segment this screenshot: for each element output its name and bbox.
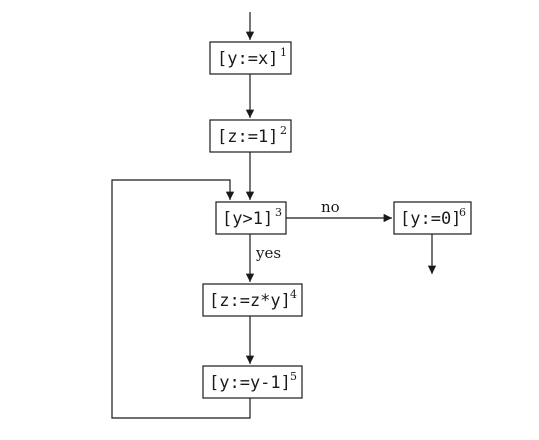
node-label: 5 [290,370,297,383]
node-box [215,201,287,235]
node-code: [y:=0] [400,209,461,229]
node-box [202,283,303,317]
node-z-assign-1: [z:=1] 2 [209,119,292,153]
edge-label-no: no [321,198,340,216]
edge-label-yes: yes [255,244,281,262]
node-y-assign-0: [y:=0] 6 [393,201,472,235]
node-box [202,365,303,399]
node-label: 2 [280,124,287,137]
node-box [393,201,472,235]
node-condition-y-gt-1: [y>1] 3 [215,201,287,235]
node-code: [z:=z*y] [209,291,291,311]
node-y-assign-y-minus-1: [y:=y-1] 5 [202,365,303,399]
node-label: 3 [275,206,282,219]
node-z-assign-z-times-y: [z:=z*y] 4 [202,283,303,317]
node-box [209,119,292,153]
arrow-loop-back [111,179,251,419]
node-code: [z:=1] [217,127,278,147]
node-label: 6 [459,206,466,219]
node-code: [y:=y-1] [209,373,291,393]
node-label: 4 [290,288,297,301]
node-label: 1 [280,46,287,59]
node-code: [y>1] [222,209,273,229]
node-code: [y:=x] [217,49,278,69]
node-y-assign-x: [y:=x] 1 [209,41,292,75]
